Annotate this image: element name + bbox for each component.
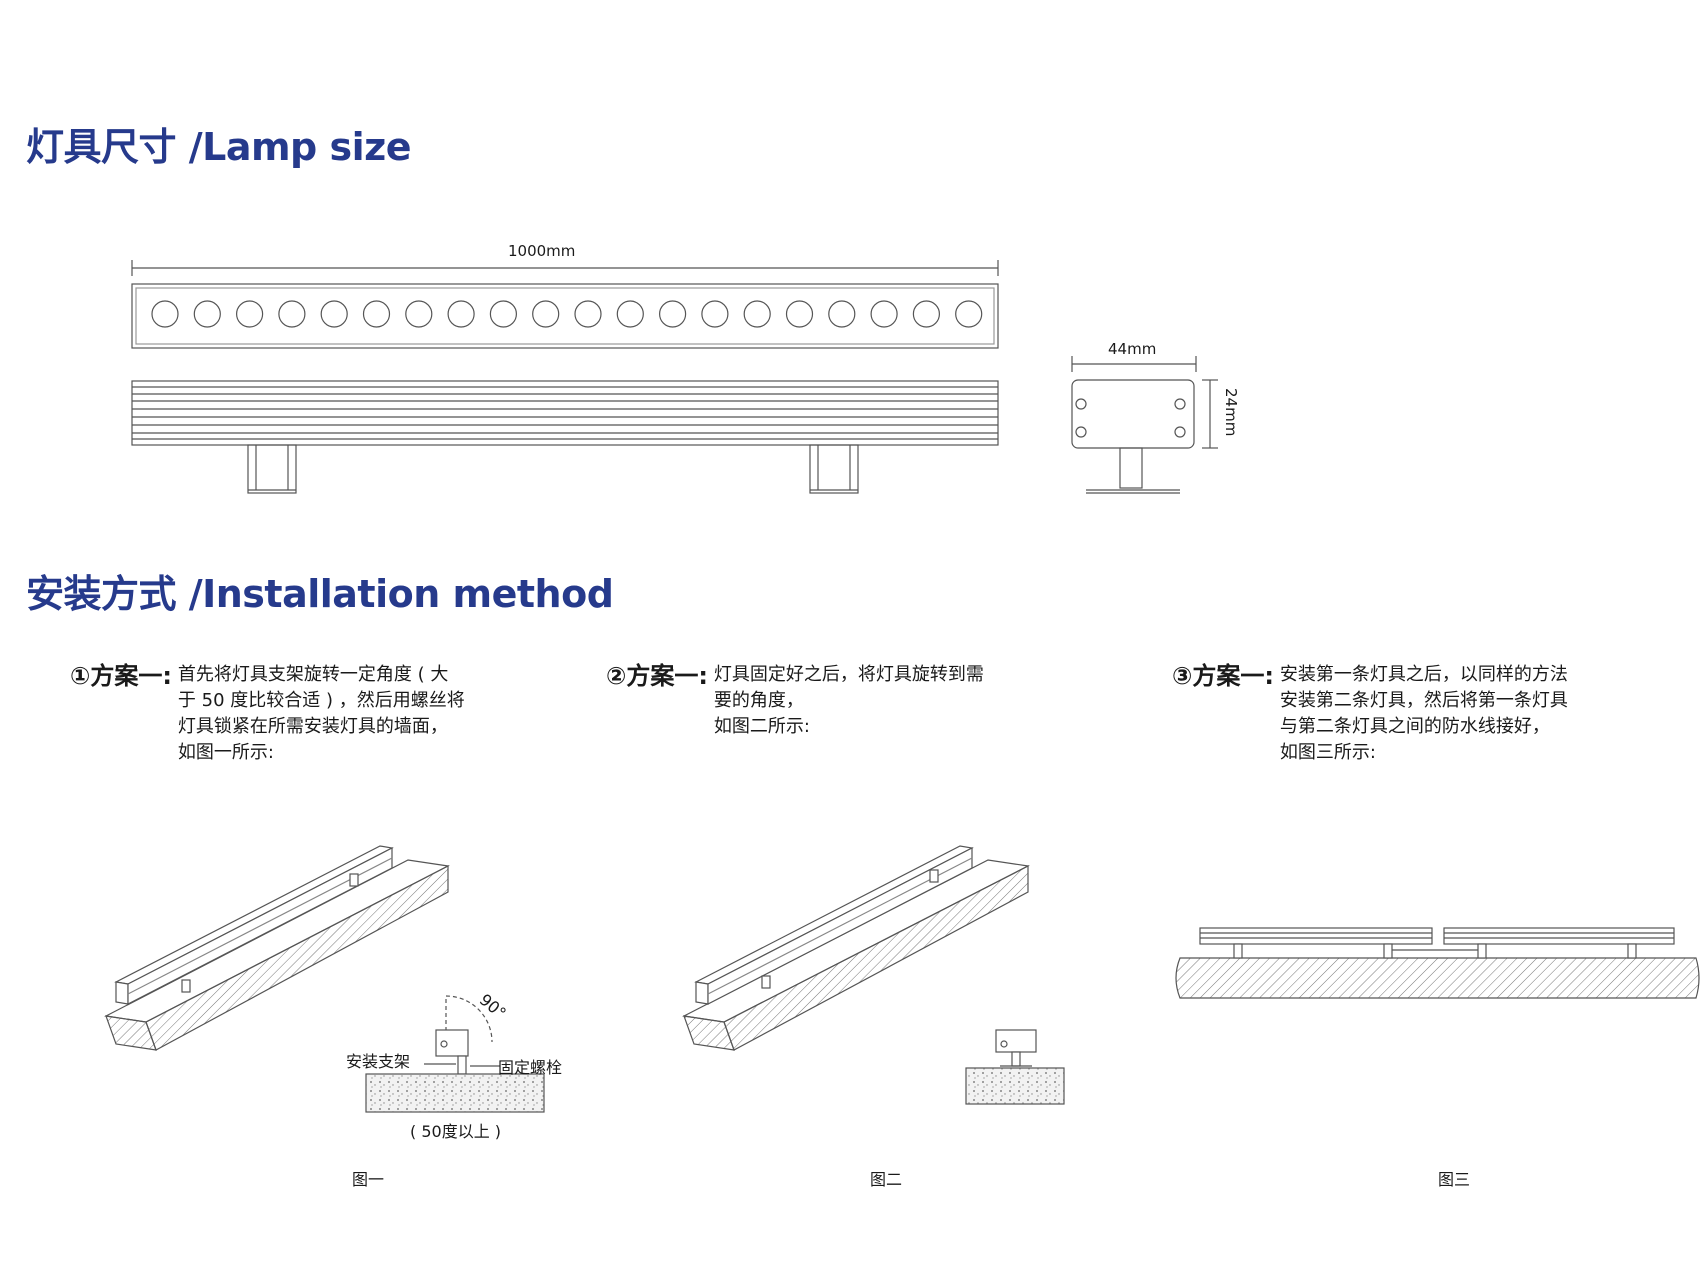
figure-2-caption: 图二 [870,1170,903,1189]
figure-2-detail [965,1029,1065,1105]
step-1-line: 如图一所示: [177,742,274,763]
figure-3-caption: 图三 [1438,1170,1471,1189]
step-3: ③方案一: 安装第一条灯具之后，以同样的方法 安装第二条灯具，然后将第一条灯具 … [1172,662,1568,766]
led-circle [574,300,602,328]
step-2-line: 灯具固定好之后，将灯具旋转到需 [713,664,984,685]
led-circle [828,300,856,328]
figure-2-drawing [682,845,1030,1051]
step-1-line: 首先将灯具支架旋转一定角度 ( 大 [177,664,449,685]
step-2: ②方案一: 灯具固定好之后，将灯具旋转到需 要的角度， 如图二所示: [606,662,984,740]
step-2-line: 要的角度， [713,690,804,711]
lamp-end-view [1071,356,1218,494]
led-circle [616,300,644,328]
step-3-heading: ③方案一: [1172,662,1274,690]
led-circle [912,300,941,328]
step-1-text: 首先将灯具支架旋转一定角度 ( 大 于 50 度比较合适 ) ，然后用螺丝将 灯… [178,662,465,766]
lamp-front-view [131,283,999,349]
step-1: ①方案一: 首先将灯具支架旋转一定角度 ( 大 于 50 度比较合适 ) ，然后… [70,662,465,766]
lamp-side-view [131,380,999,494]
step-1-line: 于 50 度比较合适 ) ，然后用螺丝将 [177,690,465,711]
installation-method-title: 安装方式 /Installation method [26,572,614,616]
led-circle [701,300,729,328]
led-circle [489,300,517,328]
led-circle [658,300,687,328]
step-3-line: 安装第二条灯具，然后将第一条灯具 [1279,690,1568,711]
led-circle [236,300,264,328]
led-circle [320,300,348,328]
figure-1-caption: 图一 [352,1170,385,1189]
width-dimension-label: 44mm [1108,340,1157,358]
fixing-bolt-label: 固定螺栓 [498,1058,563,1077]
led-circle [743,300,771,328]
angle-note-label: ( 50度以上 ) [410,1122,502,1141]
step-2-text: 灯具固定好之后，将灯具旋转到需 要的角度， 如图二所示: [714,662,984,740]
step-3-line: 与第二条灯具之间的防水线接好， [1279,716,1550,737]
figure-1-detail [365,995,545,1113]
figure-1-drawing [104,845,450,1051]
led-circle [532,300,560,328]
step-1-line: 灯具锁紧在所需安装灯具的墙面， [177,716,448,737]
led-circle [870,300,898,328]
led-circle [955,300,983,328]
step-3-text: 安装第一条灯具之后，以同样的方法 安装第二条灯具，然后将第一条灯具 与第二条灯具… [1280,662,1568,766]
led-circle [362,300,391,328]
length-dimension-label: 1000mm [508,242,576,260]
figure-3-drawing [1175,927,1700,999]
lamp-size-title: 灯具尺寸 /Lamp size [26,125,412,169]
led-circle [785,300,814,328]
mounting-bracket-label: 安装支架 [346,1052,411,1071]
led-circles [151,300,983,328]
step-3-line: 如图三所示: [1279,742,1376,763]
step-3-line: 安装第一条灯具之后，以同样的方法 [1279,664,1568,685]
led-circle [278,300,306,328]
led-circle [405,300,433,328]
step-2-line: 如图二所示: [713,716,810,737]
led-circle [447,300,475,328]
step-2-heading: ②方案一: [606,662,708,690]
step-1-heading: ①方案一: [70,662,172,690]
led-circle [151,300,179,328]
led-circle [193,300,221,328]
